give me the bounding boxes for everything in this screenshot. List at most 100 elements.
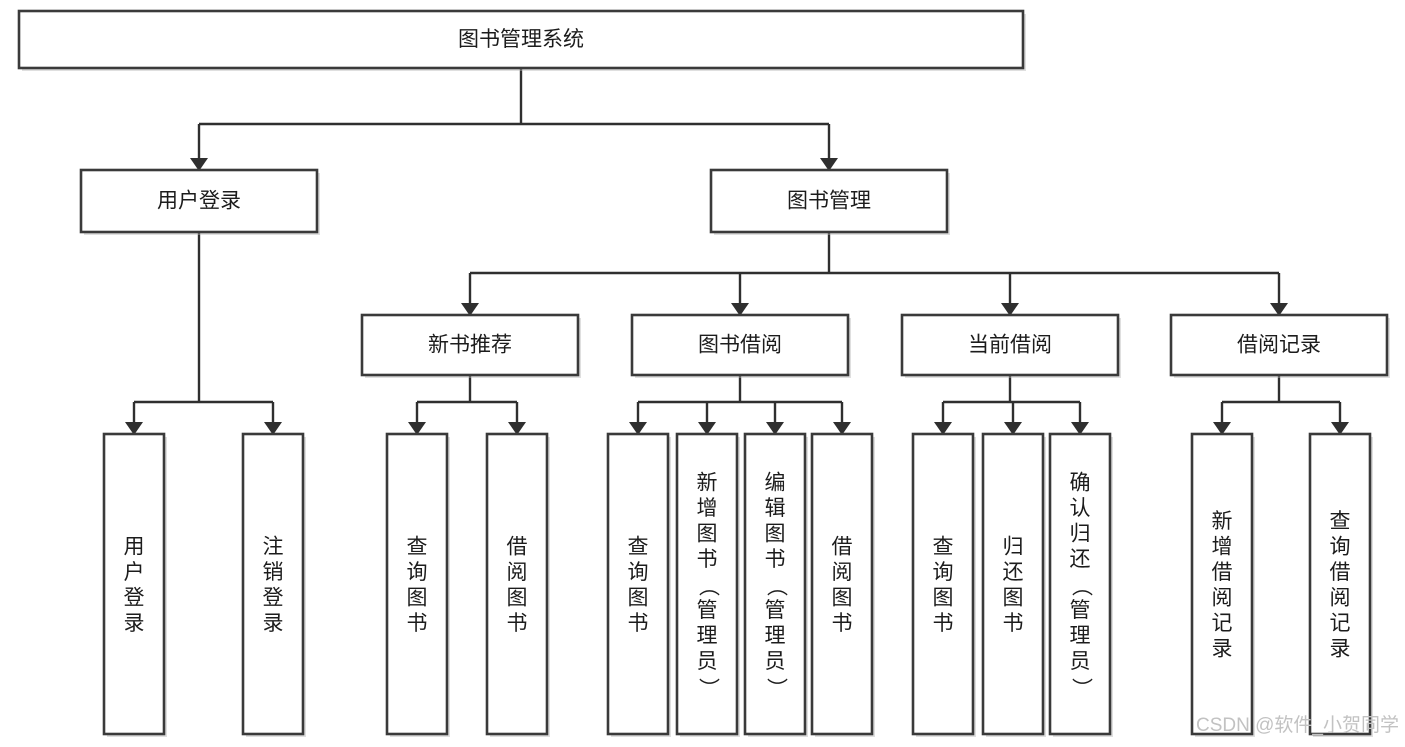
node-label-char: 借 [507, 535, 528, 558]
node-label-char: 户 [124, 561, 145, 584]
node-rect[interactable] [743, 432, 807, 736]
node-label-char: ） [764, 678, 787, 699]
connector-group-root [190, 68, 838, 171]
node-rect[interactable] [911, 432, 975, 736]
node-new-book-recommend[interactable]: 新书推荐 [360, 313, 581, 378]
node-label-char: 询 [628, 561, 649, 584]
node-rect[interactable] [1190, 432, 1254, 736]
node-label: 图书管理系统 [458, 28, 584, 51]
node-label-char: 认 [1070, 497, 1091, 520]
node-label-char: 阅 [1330, 586, 1351, 609]
node-rect[interactable] [79, 168, 319, 234]
node-book-borrow[interactable]: 图书借阅 [630, 313, 851, 378]
node-label-char: 查 [1330, 510, 1351, 533]
node-label-char: 录 [1330, 637, 1351, 660]
node-label-char: 注 [263, 535, 284, 558]
node-label-char: 员 [765, 650, 786, 673]
node-rect[interactable] [1308, 432, 1372, 736]
node-rect[interactable] [485, 432, 549, 736]
arrow-head [1004, 422, 1022, 435]
node-label-char: 归 [1003, 535, 1024, 558]
arrow-head [1001, 303, 1019, 316]
arrow-head [1071, 422, 1089, 435]
node-label-char: 借 [1212, 561, 1233, 584]
arrow-head [508, 422, 526, 435]
node-label-char: （ [764, 576, 787, 597]
arrow-head [190, 158, 208, 171]
node-label-char: 销 [263, 561, 284, 584]
node-label-char: 图 [1003, 586, 1024, 609]
node-label-char: 查 [628, 535, 649, 558]
node-label-char: 确 [1070, 472, 1091, 495]
node-label-char: 新 [697, 472, 718, 495]
arrow-head [833, 422, 851, 435]
node-borrow-record[interactable]: 借阅记录 [1169, 313, 1390, 378]
node-book-manage[interactable]: 图书管理 [709, 168, 950, 235]
node-label-char: 录 [124, 612, 145, 635]
node-label-char: 辑 [765, 497, 786, 520]
arrow-head [264, 422, 282, 435]
node-label-char: 管 [1070, 599, 1091, 622]
node-rect[interactable] [675, 432, 739, 736]
node-label-char: 书 [1003, 612, 1024, 635]
node-rect[interactable] [1169, 313, 1389, 377]
node-rect[interactable] [385, 432, 449, 736]
connector-group-borrow-record [1213, 375, 1349, 435]
node-label-char: 询 [933, 561, 954, 584]
node-layer: 图书管理系统用户登录图书管理新书推荐图书借阅当前借阅借阅记录用户登录注销登录查询… [17, 9, 1390, 737]
node-leaf-user-login[interactable]: 用户登录 [102, 432, 167, 737]
node-label-char: 图 [628, 586, 649, 609]
node-label-char: 借 [1330, 561, 1351, 584]
node-label-char: 还 [1003, 561, 1024, 584]
node-rect[interactable] [102, 432, 166, 736]
node-label-char: 增 [697, 497, 718, 520]
csdn-watermark: CSDN @软件_小贺同学 [1196, 714, 1399, 736]
arrow-head [629, 422, 647, 435]
node-label-char: （ [696, 576, 719, 597]
node-rect[interactable] [709, 168, 949, 234]
node-label: 图书借阅 [698, 334, 782, 357]
node-label-char: 归 [1070, 523, 1091, 546]
node-label-char: 书 [832, 612, 853, 635]
node-rect[interactable] [810, 432, 874, 736]
node-label: 借阅记录 [1237, 334, 1321, 357]
arrow-head [820, 158, 838, 171]
node-label-char: 图 [765, 523, 786, 546]
node-rect[interactable] [981, 432, 1045, 736]
node-label: 新书推荐 [428, 334, 512, 357]
connector-layer [125, 68, 1349, 435]
node-label-char: 书 [697, 548, 718, 571]
node-label-char: 书 [628, 612, 649, 635]
arrow-head [934, 422, 952, 435]
connector-group-new-book-recommend [408, 375, 526, 435]
arrow-head [1213, 422, 1231, 435]
node-label-char: 询 [1330, 535, 1351, 558]
node-current-borrow[interactable]: 当前借阅 [900, 313, 1121, 378]
node-rect[interactable] [900, 313, 1120, 377]
node-rect[interactable] [241, 432, 305, 736]
node-label: 用户登录 [157, 190, 241, 213]
node-label-char: 书 [407, 612, 428, 635]
node-rect[interactable] [630, 313, 850, 377]
node-rect[interactable] [360, 313, 580, 377]
node-rect[interactable] [606, 432, 670, 736]
node-rect[interactable] [1048, 432, 1112, 736]
node-root[interactable]: 图书管理系统 [17, 9, 1026, 71]
node-rect[interactable] [17, 9, 1025, 70]
node-label-char: （ [1069, 576, 1092, 597]
node-label-char: 管 [765, 599, 786, 622]
node-label-char: 用 [124, 535, 145, 558]
node-user-login[interactable]: 用户登录 [79, 168, 320, 235]
